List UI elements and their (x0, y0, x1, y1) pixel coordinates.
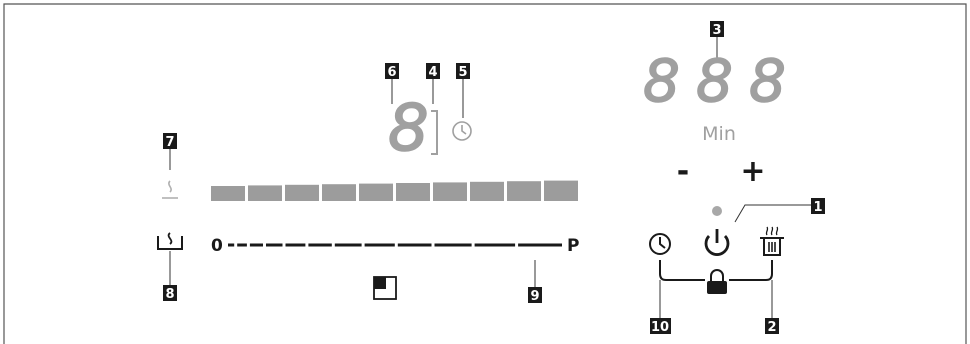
label-9: 9 (528, 260, 542, 304)
label-6: 6 (385, 63, 399, 104)
bridge-zone-icon[interactable] (373, 276, 397, 300)
svg-text:9: 9 (530, 289, 539, 304)
label-7: 7 (163, 133, 177, 170)
power-level-segment (396, 183, 430, 201)
svg-text:6: 6 (387, 65, 396, 80)
hob2hood-icon[interactable] (760, 226, 784, 256)
zone-bracket-indicator (431, 110, 438, 155)
power-level-indicator-bar (211, 180, 578, 201)
panel-frame (3, 3, 967, 344)
svg-text:7: 7 (165, 135, 174, 150)
power-level-segment (507, 181, 541, 201)
keep-warm-icon[interactable] (157, 232, 183, 250)
slider-end-label: P (567, 236, 579, 256)
lock-icon (707, 269, 727, 294)
zone-power-digit: 8 (388, 92, 429, 166)
svg-text:8: 8 (165, 287, 174, 302)
label-5: 5 (456, 63, 470, 118)
minus-button[interactable]: - (677, 154, 689, 189)
timer-unit-label: Min (702, 123, 736, 145)
power-icon[interactable] (704, 229, 730, 256)
clock-icon[interactable] (649, 233, 671, 255)
svg-text:1: 1 (813, 200, 822, 215)
timer-digit-1: 8 (643, 47, 680, 115)
label-10: 10 (650, 280, 671, 335)
label-4: 4 (426, 63, 440, 104)
power-level-segment (359, 183, 393, 201)
power-level-segment (285, 184, 319, 201)
timer-digit-2: 8 (696, 47, 733, 115)
power-level-segment (544, 180, 578, 201)
power-level-segment (322, 184, 356, 201)
svg-text:10: 10 (651, 320, 669, 335)
power-level-segment (248, 185, 282, 201)
label-8: 8 (163, 251, 177, 302)
svg-text:3: 3 (712, 23, 721, 38)
keep-warm-indicator-icon (162, 180, 178, 199)
power-level-segment (211, 186, 245, 201)
zone-timer-icon (452, 121, 472, 141)
label-1: 1 (734, 198, 825, 223)
timer-digit-3: 8 (749, 47, 786, 115)
svg-text:4: 4 (428, 65, 437, 80)
label-2: 2 (765, 280, 779, 335)
svg-text:2: 2 (767, 320, 776, 335)
power-level-segment (470, 181, 504, 201)
power-level-segment (433, 182, 467, 201)
power-indicator-light (712, 206, 722, 216)
label-3: 3 (710, 21, 724, 58)
plus-button[interactable]: + (740, 154, 765, 189)
lock-connector-right (729, 260, 773, 281)
slider-start-label: 0 (211, 236, 223, 256)
svg-text:5: 5 (458, 65, 467, 80)
lock-connector-left (659, 260, 705, 281)
